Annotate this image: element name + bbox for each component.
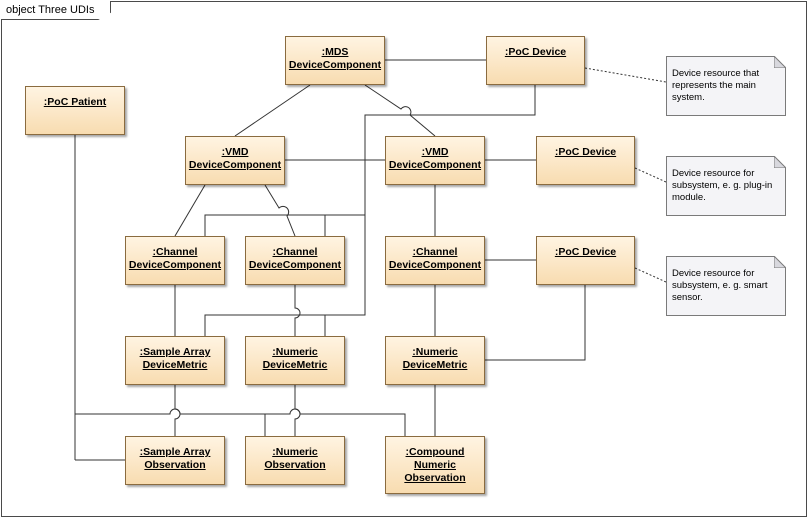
note-plugin-module[interactable]: Device resource for subsystem, e. g. plu… [666, 156, 786, 216]
link-channel-2-numeric-metric [294, 285, 301, 336]
note-smart-sensor[interactable]: Device resource for subsystem, e. g. sma… [666, 256, 786, 316]
sample-array-observation[interactable]: :Sample Array Observation [125, 436, 225, 485]
link-mds-vmd-left [234, 84, 311, 137]
note-fold-icon [774, 156, 786, 168]
link-poc-device-3-numeric-metric [485, 285, 586, 361]
numeric-device-metric-2[interactable]: :Numeric DeviceMetric [385, 336, 485, 385]
note-link-3 [634, 267, 667, 283]
note-fold-icon [774, 256, 786, 268]
link-vmd-left-channel-2 [264, 184, 296, 237]
numeric-observation[interactable]: :Numeric Observation [245, 436, 345, 485]
link-sample-metric-observation [174, 385, 181, 436]
poc-patient[interactable]: :PoC Patient [25, 86, 125, 135]
numeric-device-metric-1[interactable]: :Numeric DeviceMetric [245, 336, 345, 385]
frame-title: object Three UDIs [1, 1, 112, 20]
link-patient-observation-bus [75, 408, 406, 436]
link-vmd-right-channel-row [204, 214, 365, 236]
link-numeric-metric-observation [294, 385, 301, 436]
link-vmd-left-channel-1 [174, 184, 206, 237]
vmd-device-component-left[interactable]: :VMD DeviceComponent [185, 136, 285, 185]
poc-device-plugin[interactable]: :PoC Device [536, 136, 635, 185]
poc-device-sensor[interactable]: :PoC Device [536, 236, 635, 285]
vmd-device-component-right[interactable]: :VMD DeviceComponent [385, 136, 485, 185]
channel-device-component-1[interactable]: :Channel DeviceComponent [125, 236, 225, 285]
note-link-1 [584, 67, 667, 83]
channel-device-component-3[interactable]: :Channel DeviceComponent [385, 236, 485, 285]
note-fold-icon [774, 56, 786, 68]
note-link-2 [634, 167, 667, 183]
channel-device-component-2[interactable]: :Channel DeviceComponent [245, 236, 345, 285]
link-mds-vmd-right [364, 84, 436, 137]
note-main-system[interactable]: Device resource that represents the main… [666, 56, 786, 116]
sample-array-device-metric[interactable]: :Sample Array DeviceMetric [125, 336, 225, 385]
compound-numeric-observation[interactable]: :Compound Numeric Observation [385, 436, 485, 494]
mds-device-component[interactable]: :MDS DeviceComponent [285, 36, 385, 85]
poc-device-main[interactable]: :PoC Device [486, 36, 585, 85]
